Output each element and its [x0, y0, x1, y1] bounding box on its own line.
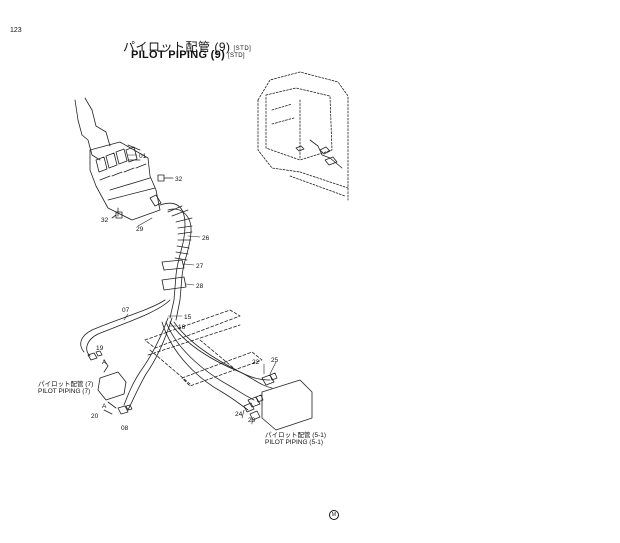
fitting-08: [117, 404, 133, 415]
title-en-text: PILOT PIPING (9): [131, 49, 226, 61]
leader-lines: [123, 154, 277, 425]
valve-fittings: [99, 163, 147, 181]
clamp-27: [161, 259, 185, 271]
leader-a-01: [127, 144, 141, 161]
footer-mark: M: [329, 510, 339, 520]
left-block: [87, 350, 133, 415]
label-a-upper: A: [102, 359, 107, 366]
reference-pilot-piping-7: パイロット配管 (7) PILOT PIPING (7): [38, 381, 93, 395]
clamp-29: [149, 194, 162, 207]
label-25: 25: [271, 357, 279, 364]
reference-pilot-piping-5-1: パイロット配管 (5-1) PILOT PIPING (5-1): [265, 432, 326, 446]
thumb-valve: [319, 146, 338, 166]
part-labels: 01 32 32 29 26 27 28 07 15 16 19 A A 20 …: [91, 153, 279, 432]
leader-07: [123, 313, 129, 321]
bolt-32-left: [111, 211, 123, 219]
grommet-28: [161, 276, 187, 291]
label-26: 26: [202, 235, 210, 242]
label-a-lower: A: [102, 403, 107, 410]
lever-left: [74, 99, 101, 161]
lever-right: [84, 97, 111, 147]
pilot-hoses: [80, 299, 273, 411]
right-block-body: [261, 379, 313, 431]
label-19: 19: [96, 345, 104, 352]
fitting-19: [87, 350, 103, 361]
bolt-32-top: [157, 174, 174, 182]
fitting-22: [247, 394, 264, 408]
hose-to-left-block-b: [127, 317, 173, 411]
cab-frame-lines: [271, 99, 301, 159]
rail-lower: [181, 351, 263, 387]
pilot-valve-assembly: [74, 97, 174, 221]
label-22: 22: [252, 359, 260, 366]
fitting-24: [243, 402, 255, 413]
title-english: PILOT PIPING (9)[STD]: [131, 49, 245, 61]
label-32b: 32: [101, 217, 109, 224]
hose-16: [173, 321, 273, 389]
cab-front: [257, 99, 301, 173]
label-08: 08: [121, 425, 129, 432]
valve-body: [89, 141, 161, 221]
hose-bundle: [159, 202, 193, 321]
hose-to-left-block: [123, 317, 169, 406]
leader-27: [183, 263, 195, 266]
page-number: 123: [10, 27, 22, 34]
hose-23: [161, 321, 249, 411]
leader-26: [187, 235, 201, 238]
label-20: 20: [91, 413, 99, 420]
cab-roof: [257, 71, 349, 201]
label-24: 24: [235, 411, 243, 418]
cab-window: [265, 87, 333, 161]
rail-upper: [144, 309, 241, 349]
label-27: 27: [196, 263, 204, 270]
label-16: 16: [178, 324, 186, 331]
thumb-block: [295, 145, 305, 152]
rail-cross: [149, 339, 237, 385]
cab-floor: [289, 171, 349, 197]
label-29: 29: [136, 226, 144, 233]
leader-25: [269, 361, 277, 375]
leader-24: [241, 409, 245, 419]
reference-7-jp: パイロット配管 (7): [38, 381, 94, 388]
label-28: 28: [196, 283, 204, 290]
title-jp-text: パイロット配管 (9): [123, 40, 231, 54]
label-32a: 32: [175, 176, 183, 183]
leader-28: [185, 283, 195, 286]
label-15: 15: [184, 314, 192, 321]
floor-frame: [144, 309, 263, 387]
leader-29: [137, 217, 153, 227]
reference-5-1-en: PILOT PIPING (5-1): [265, 439, 324, 446]
thumb-pipe: [309, 139, 343, 169]
fitting-25: [261, 372, 278, 386]
label-01: 01: [139, 153, 147, 160]
valve-lines: [107, 177, 156, 201]
bundle-main: [159, 202, 186, 319]
std-tag-en: [STD]: [228, 53, 245, 59]
left-block-body: [97, 371, 127, 401]
reference-5-1-jp: パイロット配管 (5-1): [265, 432, 327, 439]
right-block: [243, 372, 313, 431]
hose-22: [165, 321, 255, 401]
std-tag-jp: [STD]: [233, 46, 252, 52]
leader-a-19: [103, 359, 109, 373]
hose-07: [80, 299, 166, 353]
cab-thumbnail: [257, 71, 349, 201]
cab-thumbnail-detail: [295, 139, 343, 169]
label-23: 23: [248, 417, 256, 424]
rail-upper-edge: [147, 324, 241, 356]
title-japanese: パイロット配管 (9)[STD]: [123, 38, 251, 55]
label-07: 07: [122, 307, 130, 314]
spiral-guard-26: [167, 205, 193, 261]
hose-07b: [86, 299, 171, 357]
leader-a-20: [103, 401, 117, 415]
valve-ports: [95, 146, 138, 173]
reference-7-en: PILOT PIPING (7): [38, 388, 91, 395]
